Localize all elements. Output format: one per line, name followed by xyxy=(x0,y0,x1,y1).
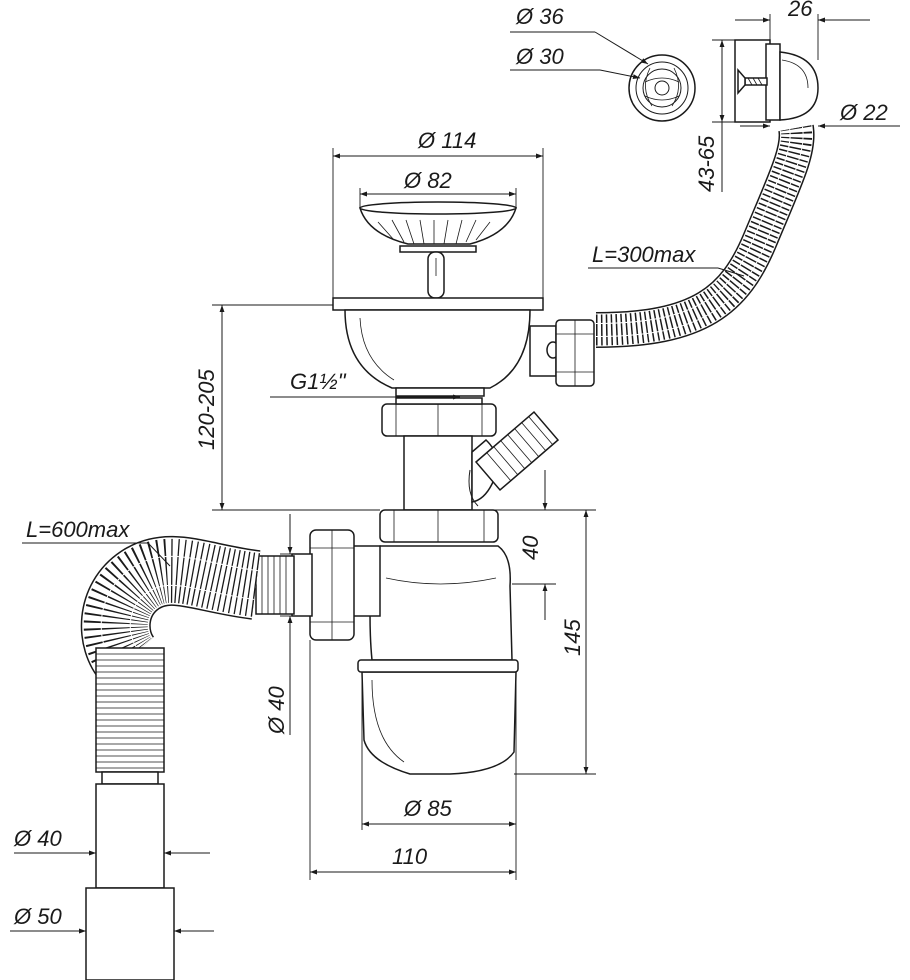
strainer-basket-icon xyxy=(358,201,518,299)
dim-40-offset: 40 xyxy=(518,535,543,560)
dim-d82: Ø 82 xyxy=(403,168,452,193)
dim-drain-hose-length: L=600max xyxy=(26,517,130,542)
vertical-tube xyxy=(403,435,473,511)
dim-145: 145 xyxy=(560,619,585,656)
side-outlet-nut xyxy=(291,529,381,641)
overflow-hose xyxy=(595,124,815,348)
nut-lower xyxy=(379,509,499,543)
dim-d22: Ø 22 xyxy=(839,100,888,125)
siphon-body xyxy=(357,545,519,775)
dim-d40-pipe: Ø 40 xyxy=(13,826,62,851)
dim-d85: Ø 85 xyxy=(403,796,452,821)
dim-d40-outlet: Ø 40 xyxy=(264,686,289,735)
dim-d50-pipe: Ø 50 xyxy=(13,904,62,929)
side-outlet-spigot-icon xyxy=(468,410,560,507)
dim-26: 26 xyxy=(787,0,813,21)
nut-upper xyxy=(381,397,497,437)
dim-43-65: 43-65 xyxy=(694,135,719,192)
dim-120-205: 120-205 xyxy=(194,368,219,450)
overflow-grille-icon xyxy=(628,54,696,122)
dim-thread: G1½" xyxy=(290,369,347,394)
overflow-unit-icon xyxy=(734,39,819,123)
dim-d30: Ø 30 xyxy=(515,44,564,69)
dim-overflow-hose-length: L=300max xyxy=(592,242,696,267)
dim-d36: Ø 36 xyxy=(515,4,564,29)
dim-d114: Ø 114 xyxy=(417,128,476,153)
sink-bowl-body xyxy=(332,297,595,397)
dim-110: 110 xyxy=(392,844,428,869)
outlet-pipe xyxy=(85,771,175,980)
drain-hose xyxy=(80,535,295,773)
